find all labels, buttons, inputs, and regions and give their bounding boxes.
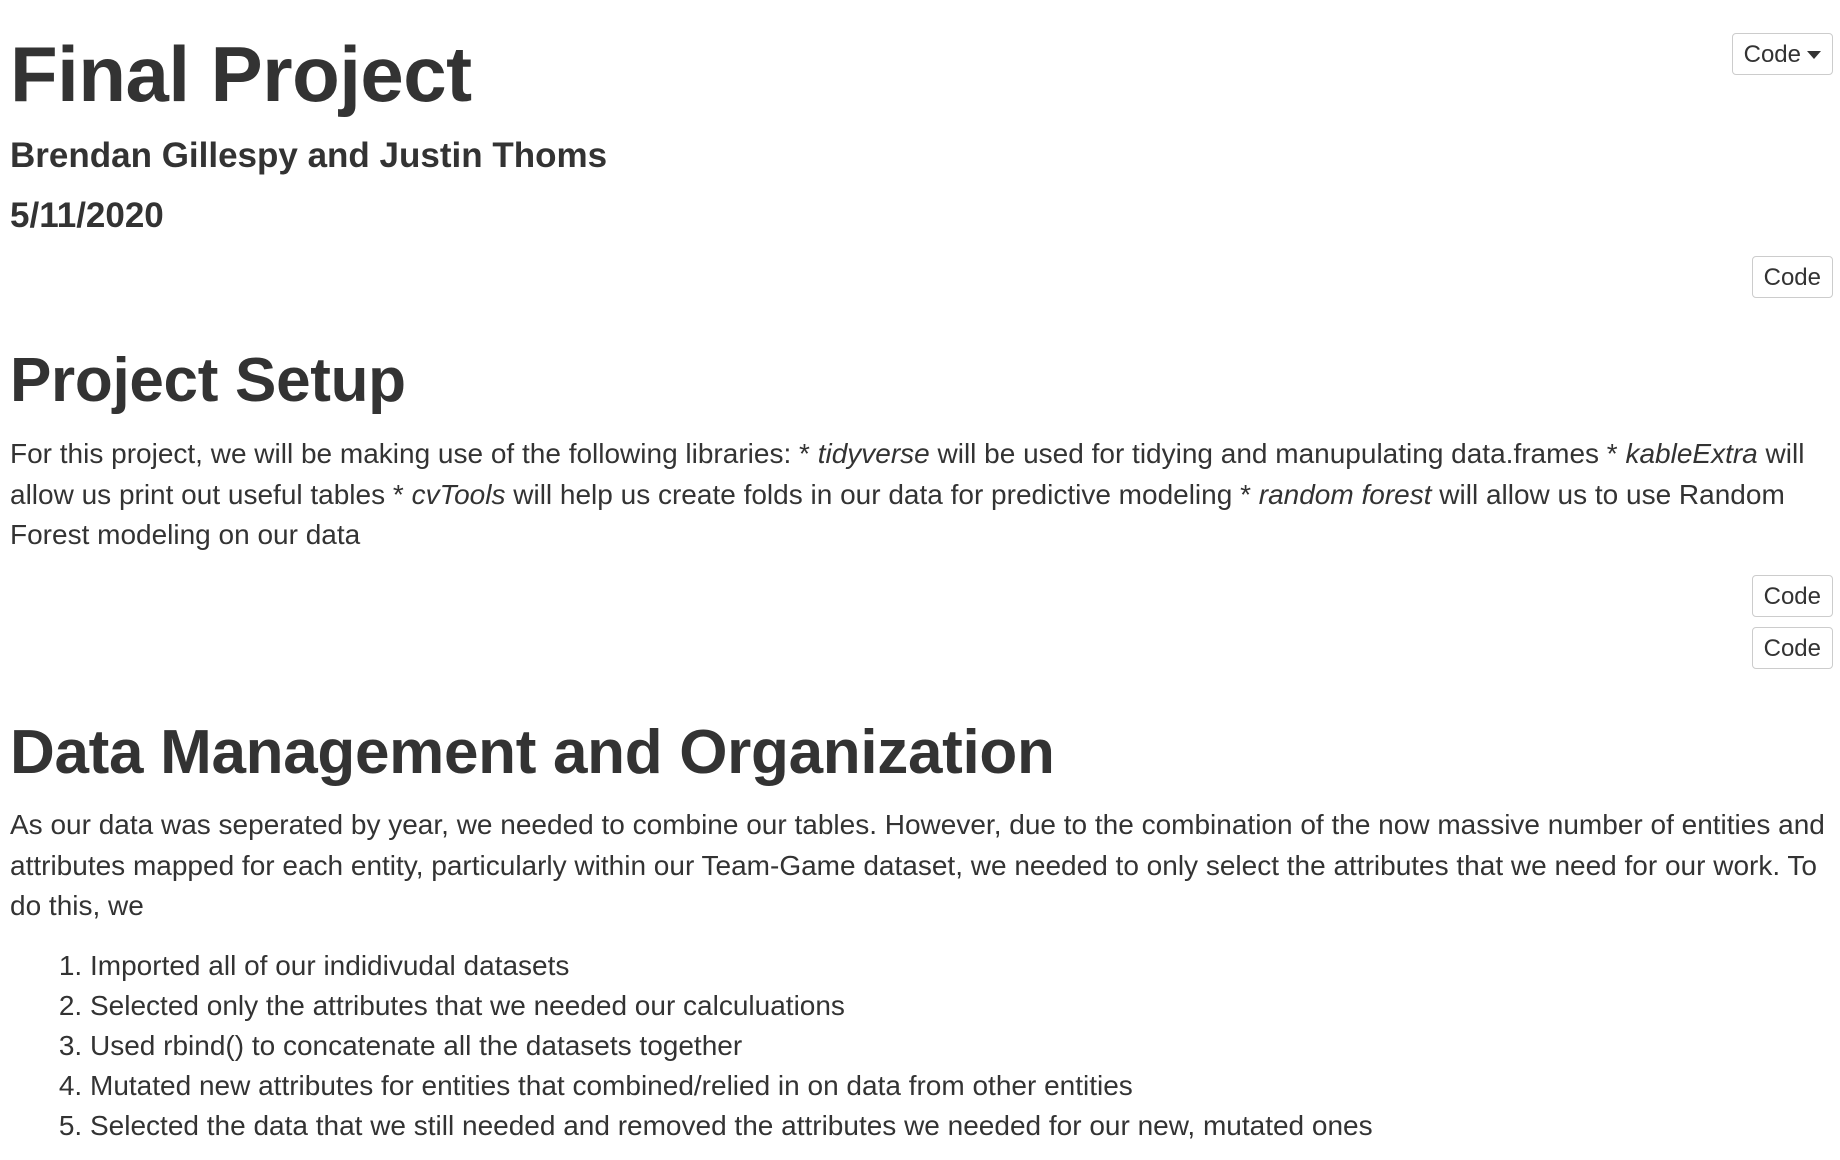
caret-down-icon — [1807, 51, 1821, 60]
setup-text-2: will be used for tidying and manupulatin… — [929, 438, 1626, 469]
author-line: Brendan Gillespy and Justin Thoms — [10, 136, 608, 175]
list-item: Selected only the attributes that we nee… — [90, 986, 1373, 1026]
library-name-random-forest: random forest — [1258, 478, 1432, 510]
section-heading-data-management: Data Management and Organization — [10, 718, 1055, 787]
code-toggle-button-1[interactable]: Code — [1751, 256, 1833, 298]
code-toggle-button-2[interactable]: Code — [1751, 575, 1833, 617]
data-management-paragraph: As our data was seperated by year, we ne… — [10, 809, 1825, 921]
page-title: Final Project — [10, 30, 472, 118]
setup-text-3: will allow us print out useful tables * — [10, 438, 1805, 510]
library-name-tidyverse: tidyverse — [817, 438, 930, 469]
list-item: Mutated new attributes for entities that… — [90, 1066, 1373, 1106]
list-item: Imported all of our indidivudal datasets — [90, 946, 1373, 986]
code-menu-label: Code — [1743, 40, 1801, 68]
section-heading-project-setup: Project Setup — [10, 346, 406, 415]
code-menu-button[interactable]: Code — [1731, 33, 1833, 75]
library-name-cvtools: cvTools — [411, 478, 506, 510]
setup-text-4: will help us create folds in our data fo… — [505, 478, 1259, 510]
list-item: Used rbind() to concatenate all the data… — [90, 1026, 1373, 1066]
setup-text-5: will allow us to use Random Forest model… — [10, 478, 1785, 551]
steps-list: Imported all of our indidivudal datasets… — [48, 946, 1373, 1146]
setup-text-1: For this project, we will be making use … — [10, 438, 818, 469]
library-name-kableextra: kableExtra — [1625, 438, 1758, 469]
setup-paragraph: For this project, we will be making use … — [10, 434, 1835, 556]
list-item: Selected the data that we still needed a… — [90, 1106, 1373, 1146]
code-toggle-button-3[interactable]: Code — [1751, 627, 1833, 669]
date-line: 5/11/2020 — [10, 196, 164, 235]
